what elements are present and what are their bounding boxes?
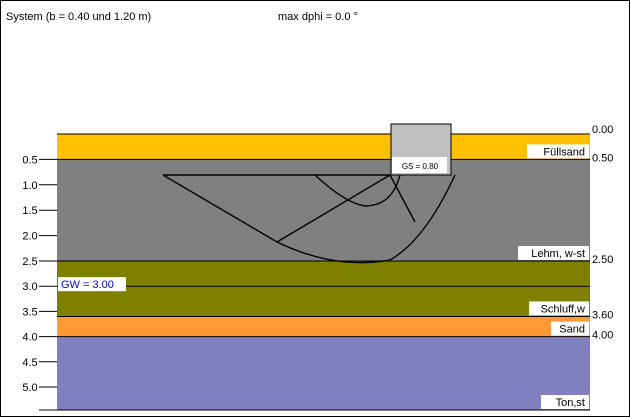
axis-tick-label: 2.0 [22, 231, 37, 243]
soil-layer [57, 261, 590, 317]
layer-name-label: Sand [559, 324, 585, 336]
soil-layer [57, 336, 590, 410]
axis-tick-label: 4.0 [22, 332, 37, 344]
layer-name-label: Lehm, w-st [531, 248, 585, 260]
layer-depth-label: 0.50 [592, 152, 613, 164]
wedge-line-right [276, 174, 391, 243]
layer-depth-label: 0.00 [592, 124, 613, 136]
layer-depth-label: 3.60 [592, 309, 613, 321]
layer-name-label: Ton,st [556, 397, 585, 409]
layer-name-label: Füllsand [543, 146, 585, 158]
radial-line [389, 174, 416, 223]
groundwater-label: GW = 3.00 [61, 279, 114, 291]
axis-tick-label: 3.5 [22, 306, 37, 318]
slip-curve-large [276, 174, 456, 264]
wedge-line-left [162, 174, 278, 243]
layer-name-bg [551, 321, 589, 336]
layer-name-bg [518, 246, 589, 260]
layer-name-bg [541, 395, 589, 409]
gs-label: GS = 0.80 [402, 162, 439, 171]
layer-depth-label: 4.00 [592, 330, 613, 342]
slip-curve-small [314, 174, 401, 207]
groundwater-label-bg [58, 277, 126, 292]
layer-name-label: Schluff,w [541, 303, 585, 315]
gs-label-bg [392, 157, 447, 173]
system-title: System (b = 0.40 und 1.20 m) [6, 11, 152, 23]
axis-tick-label: 4.5 [22, 357, 37, 369]
axis-tick-label: 1.5 [22, 205, 37, 217]
layer-depth-label: 2.50 [592, 254, 613, 266]
axis-tick-label: 2.5 [22, 256, 37, 268]
soil-layer [57, 134, 590, 160]
layer-name-bg [527, 144, 589, 159]
axis-tick-label: 3.0 [22, 281, 37, 293]
soil-layer [57, 159, 590, 261]
layer-name-bg [529, 301, 589, 316]
soil-layer [57, 316, 590, 337]
max-dphi-label: max dphi = 0.0 ° [278, 11, 358, 23]
axis-tick-label: 1.0 [22, 180, 37, 192]
axis-tick-label: 5.0 [22, 382, 37, 394]
failure-mechanism [162, 174, 456, 264]
axis-tick-label: 0.5 [22, 154, 37, 166]
